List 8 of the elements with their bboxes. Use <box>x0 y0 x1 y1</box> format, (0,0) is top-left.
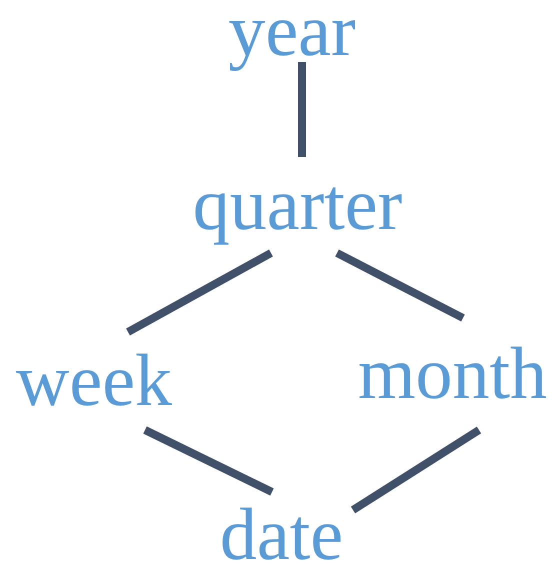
node-label: date <box>220 498 344 572</box>
connector-line <box>350 426 482 514</box>
node-label: month <box>358 337 548 411</box>
connector-line <box>126 250 273 336</box>
connector-line <box>143 426 274 496</box>
connector-line <box>335 249 465 322</box>
node-label: week <box>16 344 172 418</box>
connector-line <box>298 62 306 157</box>
